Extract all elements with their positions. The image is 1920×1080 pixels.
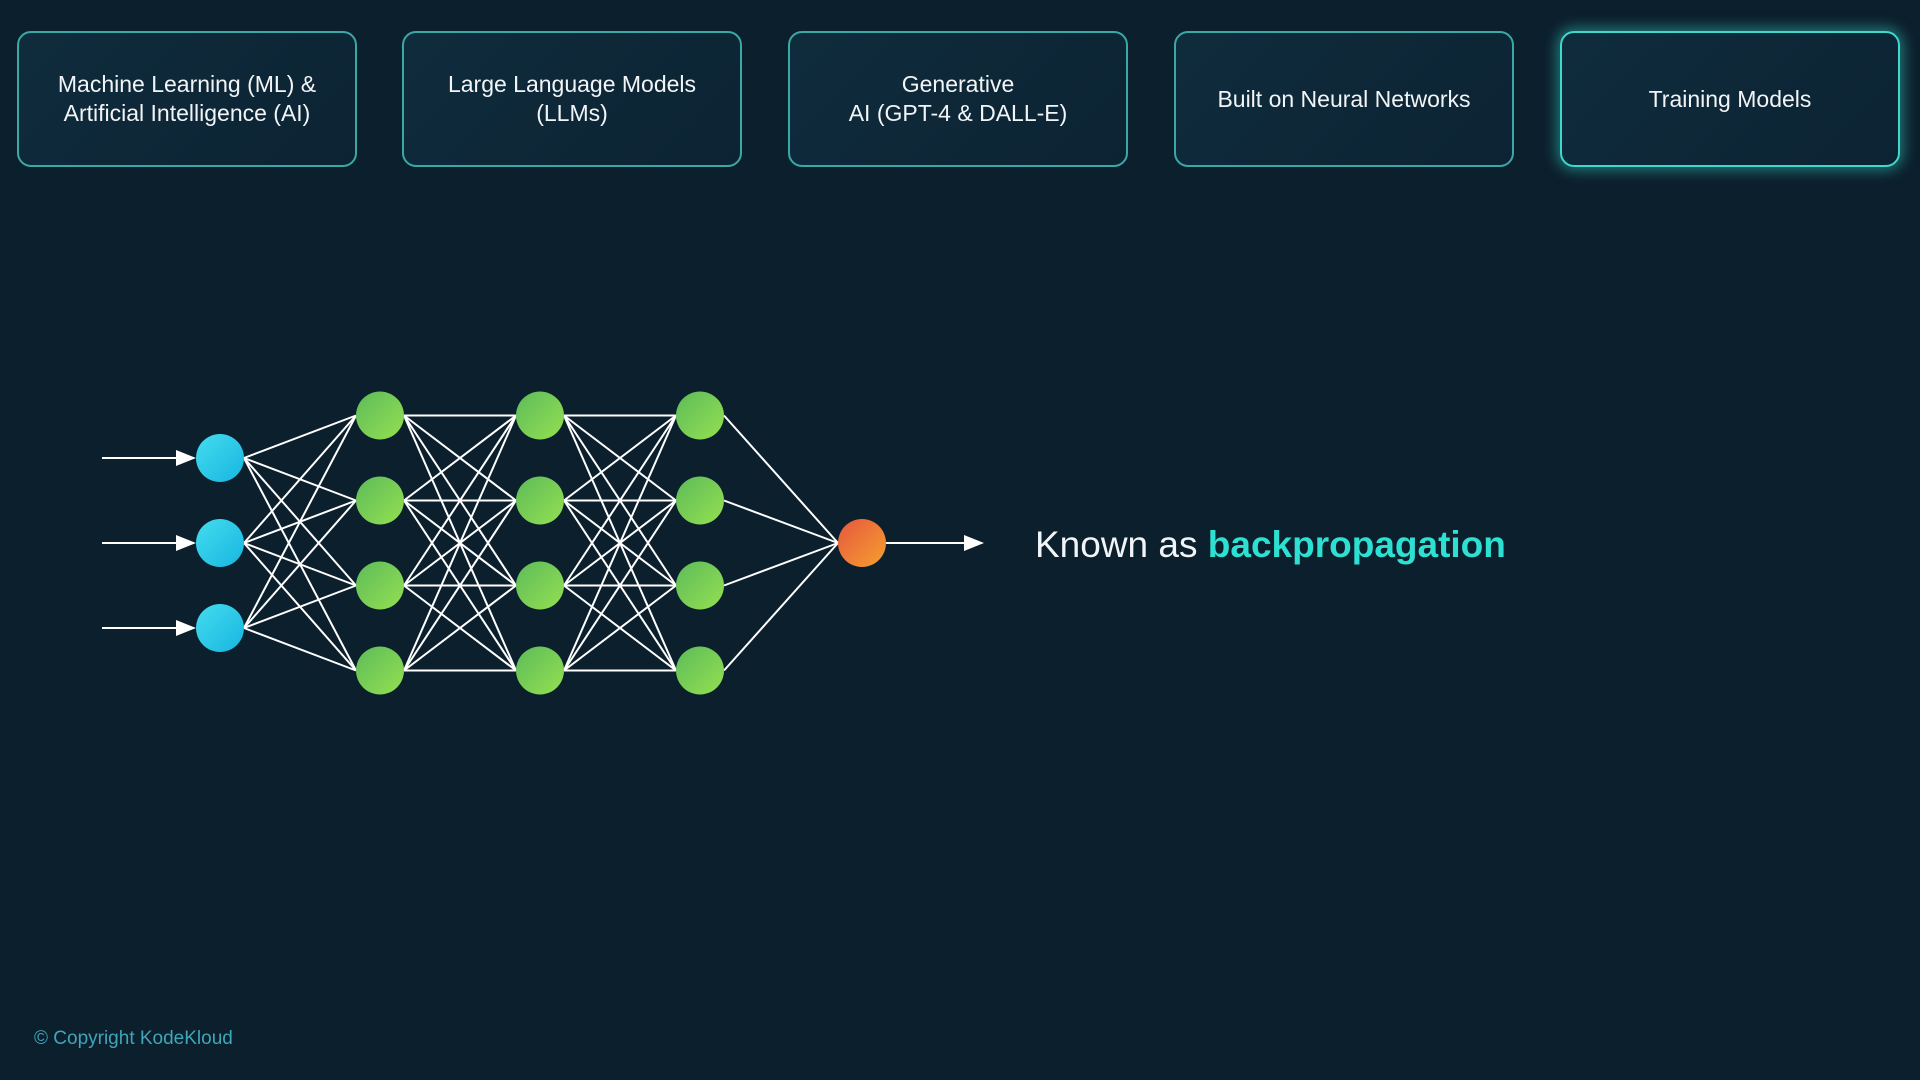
input-node [196,434,244,482]
connection-edge [243,584,357,629]
hidden-node [516,646,564,695]
connection-edge [563,414,677,502]
connection-edge [243,415,357,629]
connection-edge [723,414,839,544]
output-node [838,519,886,567]
caption-prefix: Known as [1035,524,1208,565]
connection-edge [243,414,357,459]
connection-edge [563,584,677,672]
caption-highlight: backpropagation [1207,524,1506,565]
connection-edge [403,414,517,587]
input-node [196,519,244,567]
connection-edge [403,584,517,672]
hidden-node [356,391,404,440]
tab-training-models[interactable]: Training Models [1560,31,1900,167]
connection-edge [403,499,517,672]
connection-edge [403,414,517,502]
hidden-node [516,391,564,440]
connection-edge [723,499,839,544]
connection-edge [563,499,677,672]
tab-neural-networks[interactable]: Built on Neural Networks [1174,31,1514,167]
input-node [196,604,244,652]
hidden-node [516,476,564,525]
connection-edge [403,415,517,671]
tab-ml-ai[interactable]: Machine Learning (ML) & Artificial Intel… [17,31,357,167]
hidden-node [676,561,724,610]
hidden-node [356,646,404,695]
tab-llms[interactable]: Large Language Models (LLMs) [402,31,742,167]
copyright: © Copyright KodeKloud [34,1028,233,1049]
connection-edge [723,542,839,587]
connection-edge [723,542,839,672]
hidden-node [676,646,724,695]
connection-edge [563,415,677,671]
hidden-node [356,561,404,610]
hidden-node [516,561,564,610]
connection-edge [563,414,677,587]
connection-edge [243,414,357,544]
caption: Known as backpropagation [1035,524,1506,566]
connection-edge [243,627,357,672]
hidden-node [676,391,724,440]
hidden-node [356,476,404,525]
connection-edge [243,499,357,629]
hidden-node [676,476,724,525]
tab-generative-ai[interactable]: Generative AI (GPT-4 & DALL-E) [788,31,1128,167]
